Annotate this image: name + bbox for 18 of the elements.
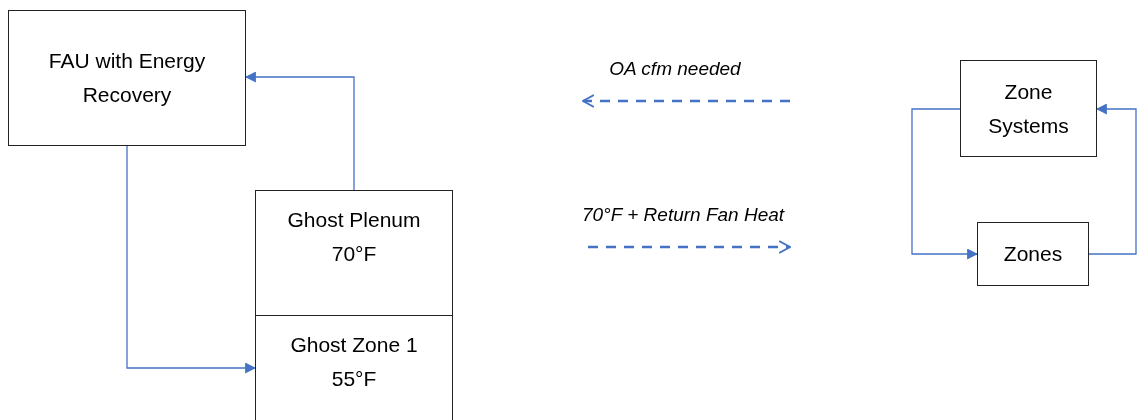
box-text: 55°F: [331, 365, 377, 392]
process-box: [255, 190, 453, 316]
box-text: FAU with Energy Recovery: [47, 48, 207, 108]
box-text: Zones: [1003, 241, 1063, 268]
box-text: 70°F: [331, 240, 377, 267]
box-text: Ghost Zone 1: [290, 332, 418, 358]
flow-label: 70°F + Return Fan Heat: [581, 204, 785, 226]
connector-arrow: [1088, 103, 1137, 255]
process-box: [977, 222, 1089, 286]
process-box: [255, 315, 453, 420]
process-box: [8, 10, 246, 146]
box-text: Ghost Plenum: [287, 207, 421, 233]
connector-arrow: [911, 108, 979, 260]
box-text: Zone Systems: [987, 78, 1070, 139]
flow-label: OA cfm needed: [609, 58, 741, 80]
connector-arrow: [244, 71, 355, 191]
connector-arrow: [126, 145, 257, 374]
process-box: [960, 60, 1097, 157]
